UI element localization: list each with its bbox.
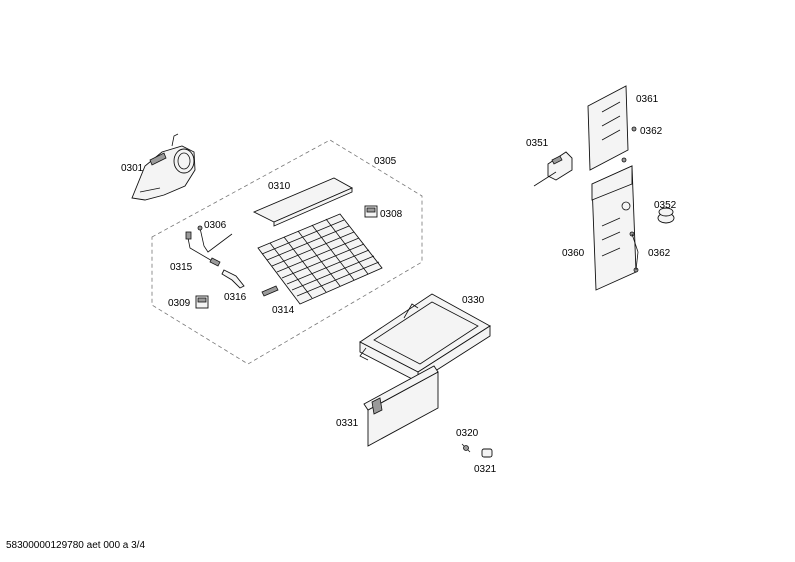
label-0314: 0314 — [272, 305, 295, 316]
label-0360: 0360 — [562, 248, 585, 259]
document-footer-id: 58300000129780 aet 000 a 3/4 — [6, 540, 146, 551]
part-0321-cap[interactable] — [481, 448, 493, 458]
label-0320: 0320 — [456, 428, 479, 439]
label-0362-upper: 0362 — [640, 126, 663, 137]
label-0330: 0330 — [462, 295, 485, 306]
part-0362-screw-upper[interactable] — [621, 126, 637, 163]
part-0315-sensor[interactable] — [185, 231, 221, 267]
label-0310: 0310 — [268, 181, 291, 192]
label-0361: 0361 — [636, 94, 659, 105]
leader-lines — [631, 233, 639, 271]
part-0309[interactable] — [195, 295, 209, 309]
label-0308: 0308 — [380, 209, 403, 220]
part-0314-evaporator[interactable] — [257, 213, 383, 305]
label-0306: 0306 — [204, 220, 227, 231]
part-0320-pin[interactable] — [461, 443, 471, 453]
label-0309: 0309 — [168, 298, 191, 309]
label-0331: 0331 — [336, 418, 359, 429]
label-0321: 0321 — [474, 464, 497, 475]
part-0361-upper-panel[interactable] — [587, 85, 629, 171]
part-0306-wire[interactable] — [197, 225, 233, 253]
label-0301: 0301 — [121, 163, 144, 174]
part-0352-knob[interactable] — [657, 207, 675, 224]
label-0351: 0351 — [526, 138, 549, 149]
label-0315: 0315 — [170, 262, 193, 273]
part-0310-cover-plate[interactable] — [252, 177, 354, 227]
part-0308[interactable] — [364, 205, 378, 218]
part-0331-drawer-front[interactable] — [363, 365, 439, 447]
label-0305: 0305 — [374, 156, 397, 167]
part-0330-drawer-tray[interactable] — [359, 293, 491, 383]
part-0316-clip[interactable] — [221, 269, 245, 289]
part-0360-lower-panel[interactable] — [591, 165, 637, 291]
part-0301-fan-motor[interactable] — [131, 133, 196, 201]
label-0316: 0316 — [224, 292, 247, 303]
part-0351-bracket[interactable] — [533, 151, 573, 187]
label-0362-lower: 0362 — [648, 248, 671, 259]
label-0352: 0352 — [654, 200, 677, 211]
